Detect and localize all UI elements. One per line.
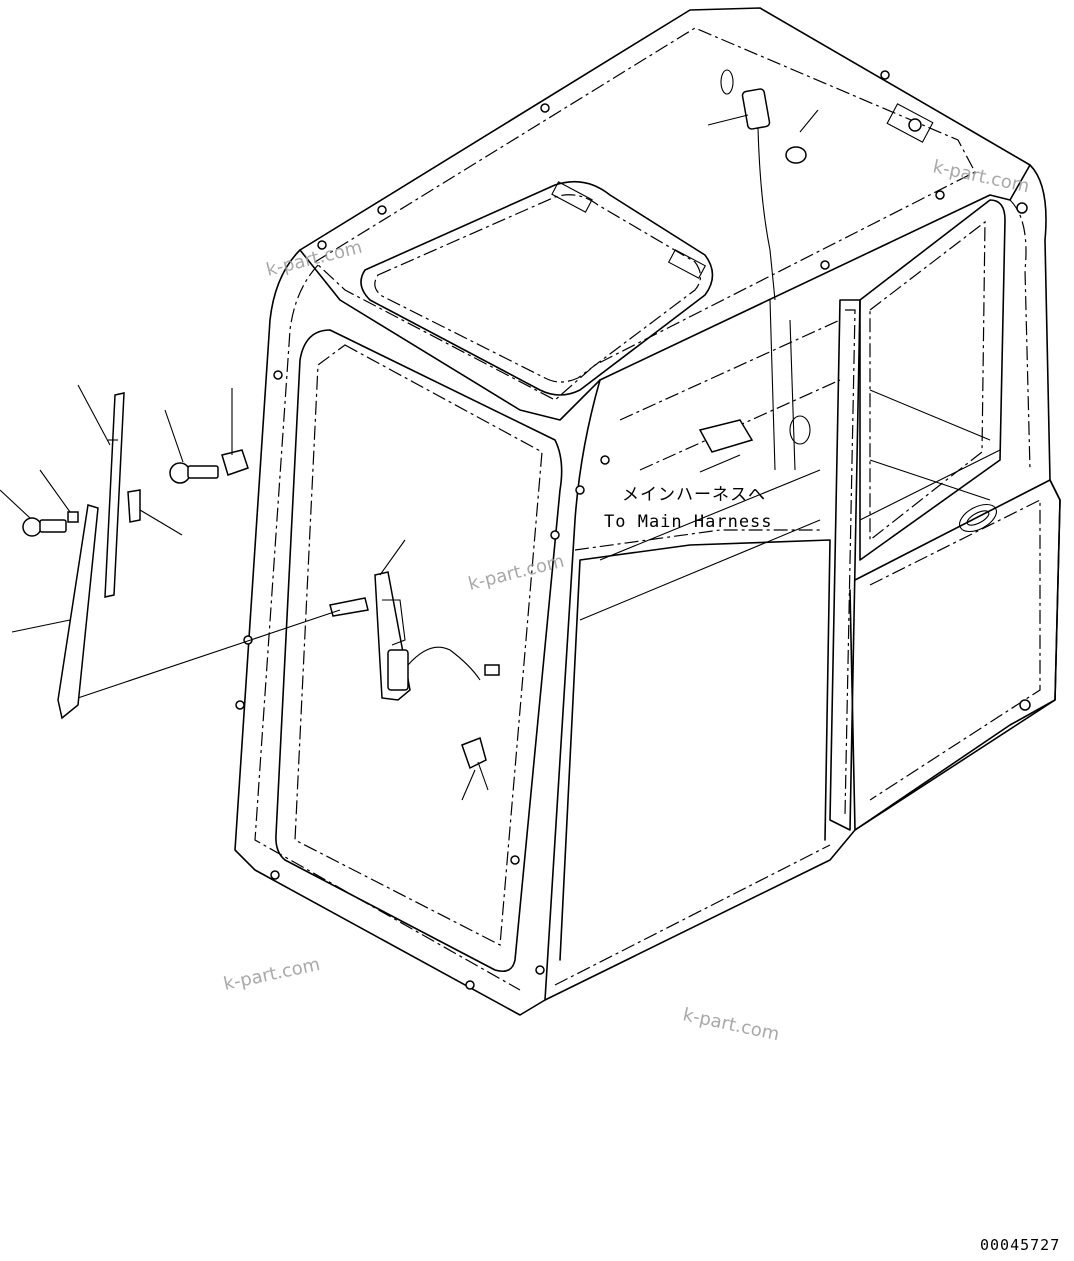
callout-english-label: To Main Harness	[604, 512, 773, 532]
watermark-text: k-part.com	[681, 1004, 781, 1045]
watermark-text: k-part.com	[264, 237, 364, 281]
watermark-text: k-part.com	[222, 954, 322, 995]
main-harness-callout: メインハーネスへ To Main Harness	[604, 419, 773, 532]
callout-japanese-label: メインハーネスへ	[622, 485, 766, 505]
roof-lamp-assembly	[707, 69, 819, 301]
watermark-text: k-part.com	[931, 156, 1031, 197]
document-id: 00045727	[980, 1236, 1060, 1254]
wiper-blade-and-arm	[0, 384, 249, 720]
wiper-motor-assembly	[62, 539, 500, 801]
cab-frame	[234, 7, 1061, 1016]
